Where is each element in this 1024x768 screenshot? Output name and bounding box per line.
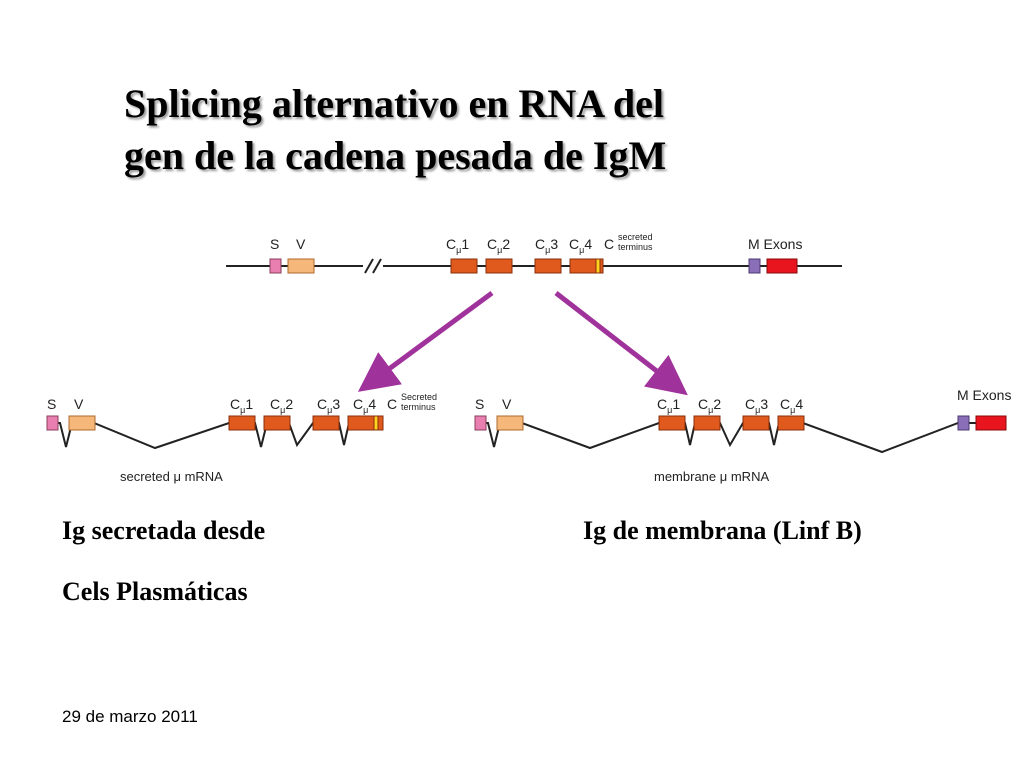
gene-m-exon-2 bbox=[766, 258, 798, 274]
membrane-mrna-label: membrane μ mRNA bbox=[654, 469, 769, 484]
gene-exon-c3 bbox=[534, 258, 562, 274]
gene-exon-c2 bbox=[485, 258, 513, 274]
membrane-label-c2: Cμ2 bbox=[698, 396, 721, 415]
secreted-terminus bbox=[373, 415, 379, 431]
slide-date: 29 de marzo 2011 bbox=[62, 707, 198, 726]
membrane-exon-c1 bbox=[658, 415, 686, 431]
membrane-label-c3: Cμ3 bbox=[745, 396, 768, 415]
secreted-label-v: V bbox=[74, 396, 84, 412]
slide-title: Splicing alternativo en RNA del gen de l… bbox=[124, 78, 824, 182]
secreted-exon-v bbox=[68, 415, 96, 431]
membrane-label-c4: Cμ4 bbox=[780, 396, 803, 415]
caption-secreted-line-2: Cels Plasmáticas bbox=[62, 577, 248, 606]
gene-label-c2: Cμ2 bbox=[487, 236, 510, 255]
title-line-1: Splicing alternativo en RNA del bbox=[124, 81, 665, 126]
gene-exon-s bbox=[269, 258, 282, 274]
gene-break-mark bbox=[364, 258, 382, 274]
secreted-exon-c2 bbox=[263, 415, 291, 431]
gene-label-s: S bbox=[270, 236, 279, 252]
membrane-exon-c4 bbox=[777, 415, 805, 431]
gene-label-c4: Cμ4 bbox=[569, 236, 592, 255]
gene-exon-v bbox=[287, 258, 315, 274]
secreted-terminus-tail bbox=[377, 415, 384, 431]
secreted-label-terminus-2: terminus bbox=[401, 402, 436, 412]
secreted-exon-c3 bbox=[312, 415, 340, 431]
membrane-exon-s bbox=[474, 415, 487, 431]
gene-label-m-exons: M Exons bbox=[748, 236, 802, 252]
membrane-label-s: S bbox=[475, 396, 484, 412]
secreted-label-c1: Cμ1 bbox=[230, 396, 253, 415]
secreted-mrna-label: secreted μ mRNA bbox=[120, 469, 223, 484]
membrane-label-c1: Cμ1 bbox=[657, 396, 680, 415]
gene-label-terminus-c: C bbox=[604, 236, 614, 252]
membrane-exon-v bbox=[496, 415, 524, 431]
gene-exon-c1 bbox=[450, 258, 478, 274]
caption-membrane: Ig de membrana (Linf B) bbox=[583, 516, 862, 545]
membrane-m-exon-1 bbox=[957, 415, 970, 431]
secreted-label-c2: Cμ2 bbox=[270, 396, 293, 415]
gene-label-v: V bbox=[296, 236, 306, 252]
gene-label-c3: Cμ3 bbox=[535, 236, 558, 255]
secreted-splice-line bbox=[47, 422, 383, 450]
secreted-label-terminus-1: Secreted bbox=[401, 392, 437, 402]
membrane-label-m-exons: M Exons bbox=[957, 387, 1011, 403]
gene-terminus-tail bbox=[599, 258, 604, 274]
secreted-exon-s bbox=[46, 415, 59, 431]
gene-label-terminus-1: secreted bbox=[618, 232, 653, 242]
gene-label-c1: Cμ1 bbox=[446, 236, 469, 255]
secreted-label-s: S bbox=[47, 396, 56, 412]
membrane-splice-line bbox=[475, 422, 1006, 454]
secreted-exon-c1 bbox=[228, 415, 256, 431]
title-line-2: gen de la cadena pesada de IgM bbox=[124, 133, 667, 178]
gene-structure: S V Cμ1 Cμ2 Cμ3 Cμ4 C secreted terminus … bbox=[226, 232, 842, 274]
secreted-label-c3: Cμ3 bbox=[317, 396, 340, 415]
membrane-label-v: V bbox=[502, 396, 512, 412]
arrow-to-secreted bbox=[357, 290, 494, 392]
gene-exon-c4 bbox=[569, 258, 597, 274]
secreted-label-c4: Cμ4 bbox=[353, 396, 376, 415]
arrow-to-membrane bbox=[554, 291, 688, 396]
gene-secreted-terminus bbox=[595, 258, 601, 274]
secreted-exon-c4 bbox=[347, 415, 375, 431]
secreted-mrna-structure: S V Cμ1 Cμ2 Cμ3 Cμ4 C Secreted terminus … bbox=[46, 392, 437, 484]
membrane-mrna-structure: S V Cμ1 Cμ2 Cμ3 Cμ4 M Exons membrane μ m… bbox=[474, 387, 1011, 484]
membrane-exon-c3 bbox=[742, 415, 770, 431]
secreted-label-terminus-c: C bbox=[387, 396, 397, 412]
membrane-exon-c2 bbox=[693, 415, 721, 431]
gene-m-exon-1 bbox=[748, 258, 761, 274]
caption-secreted-line-1: Ig secretada desde bbox=[62, 516, 266, 545]
membrane-m-exon-2 bbox=[975, 415, 1007, 431]
gene-label-terminus-2: terminus bbox=[618, 242, 653, 252]
